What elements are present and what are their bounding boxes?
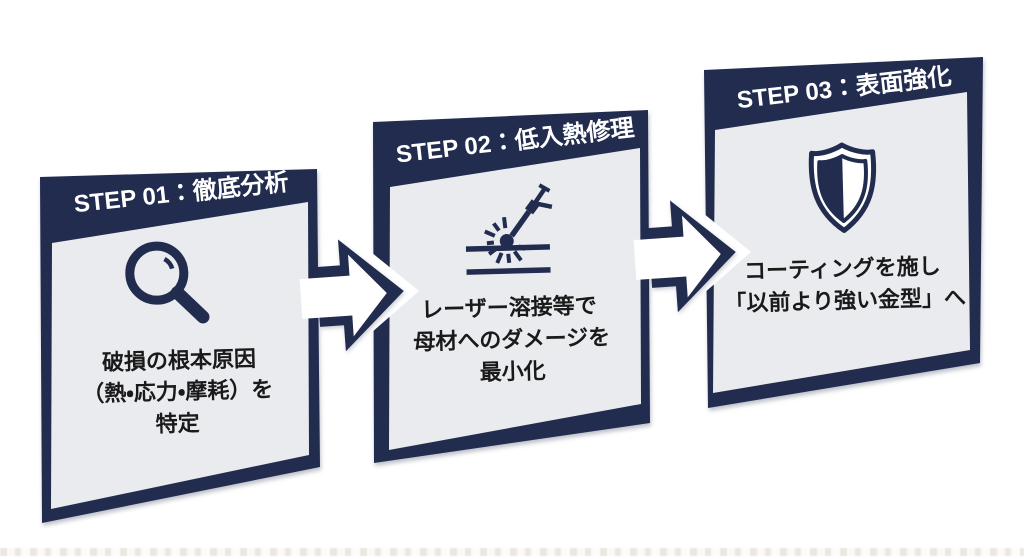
card-1-body-text: 破損の根本原因 （熱・応力・摩耗）を 特定 <box>82 346 274 437</box>
step-card-2: STEP 02：低入熱修理 レーザー溶接等で <box>373 110 650 463</box>
card-2-body-text: レーザー溶接等で 母材へのダメージを 最小化 <box>413 293 610 385</box>
card-1-line: （熱・応力・摩耗）を <box>82 377 274 407</box>
card-2-line: 母材へのダメージを <box>413 324 610 354</box>
step-card-3: STEP 03：表面強化 コーティングを施し 「以前より強い金型」へ <box>704 57 983 408</box>
arrow-1-white <box>299 254 387 337</box>
shield-icon <box>808 142 877 233</box>
card-2-line: レーザー溶接等で <box>421 293 597 323</box>
welding-torch-icon <box>465 183 553 275</box>
card-3-line: コーティングを施し <box>744 253 941 283</box>
card-1-line: 特定 <box>155 410 200 436</box>
card-1-line: 破損の根本原因 <box>102 346 257 375</box>
card-1-panel <box>51 202 309 509</box>
arrow-2-white <box>633 215 721 298</box>
bottom-texture-strip <box>0 548 1024 556</box>
magnifier-icon <box>125 241 210 324</box>
card-2-panel <box>389 148 641 450</box>
step-card-1: STEP 01：徹底分析 破損の根本原因 （熱・応力・摩耗）を 特定 <box>40 168 320 523</box>
flow-arrow-1 <box>299 222 419 368</box>
flow-arrow-2 <box>633 183 751 329</box>
card-2-line: 最小化 <box>479 358 546 385</box>
card-3-panel <box>713 92 970 393</box>
